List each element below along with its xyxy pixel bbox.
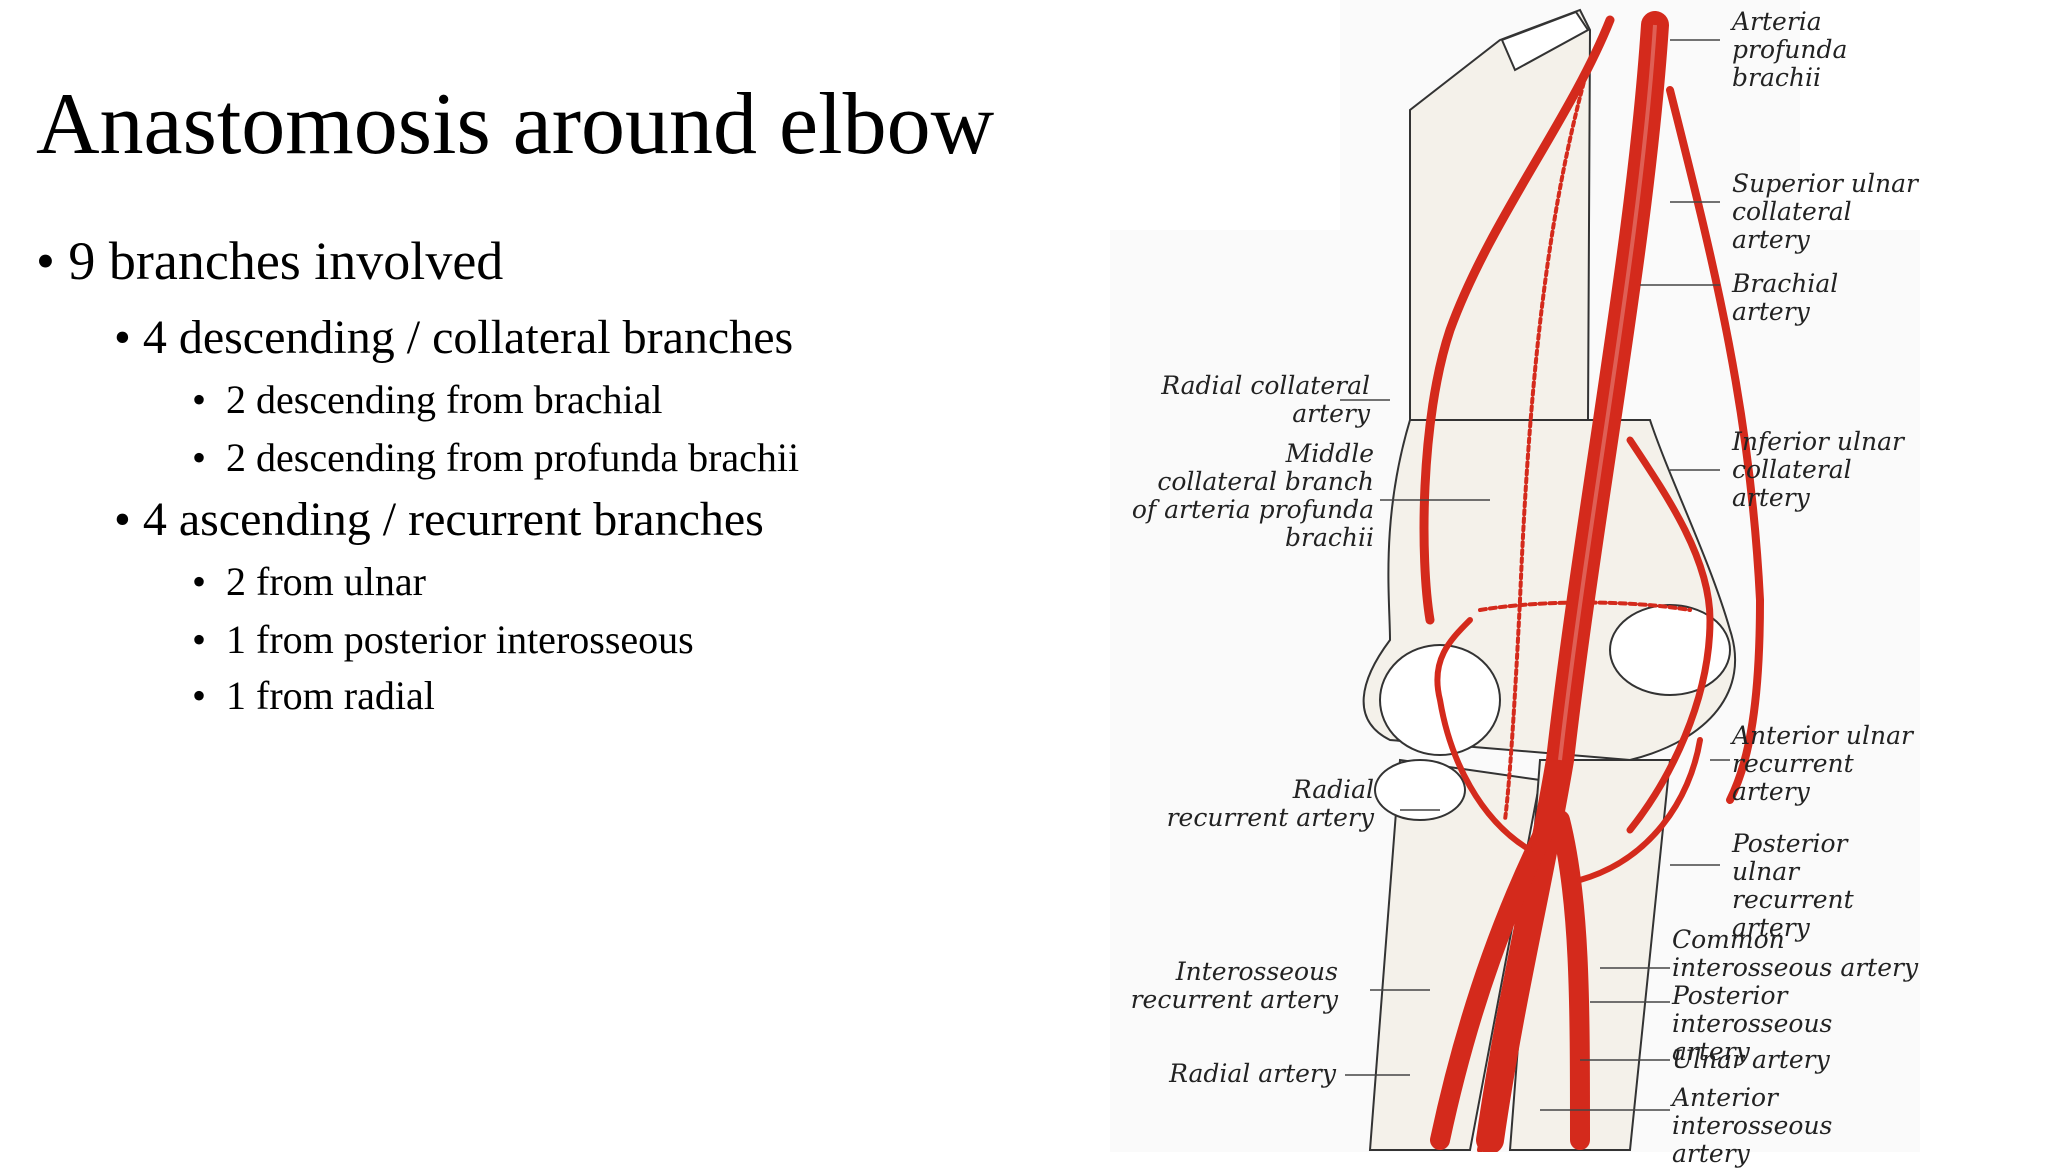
artery-highlight (1558, 24, 1657, 761)
label-arteria-profunda-brachii: Arteria profunda brachii (1732, 7, 1848, 92)
bullet-glyph: • (192, 559, 207, 604)
bullet-glyph: • (192, 673, 207, 718)
label-ulnar-artery: Ulnar artery (1672, 1045, 1830, 1074)
bullet-level-3: • 2 descending from profunda brachii (192, 434, 799, 481)
label-radial-recurrent: Radial recurrent artery (1166, 775, 1374, 832)
label-common-interosseous: Common interosseous artery (1672, 925, 1919, 982)
radius-bone (1368, 758, 1542, 1151)
bullet-level-3: • 2 from ulnar (192, 558, 426, 605)
leader-lines (1340, 39, 1730, 1111)
label-anterior-ulnar-recurrent: Anterior ulnar recurrent artery (1732, 721, 1913, 806)
label-inferior-ulnar-collateral: Inferior ulnar collateral artery (1732, 427, 1904, 512)
brachial-artery-trunk (1476, 11, 1669, 1152)
bullet-text: 4 ascending / recurrent branches (142, 493, 764, 546)
profunda-brachii-artery (1419, 15, 1615, 625)
anastomotic-arch (1478, 600, 1692, 612)
bullet-glyph: • (192, 435, 207, 480)
humerus-cut-end (1500, 10, 1590, 72)
artery-network (1419, 11, 1765, 1152)
bullet-level-1: • 9 branches involved (36, 230, 503, 292)
bullet-glyph: • (192, 377, 207, 422)
label-brachial-artery: Brachial artery (1732, 269, 1839, 326)
slide-title: Anastomosis around elbow (36, 76, 995, 173)
bullet-text: 4 descending / collateral branches (142, 311, 794, 364)
bullet-glyph: • (114, 311, 131, 364)
radial-recurrent-artery (1434, 617, 1533, 853)
ulnar-recurrent-arteries (1577, 737, 1703, 883)
bullet-level-3: • 1 from posterior interosseous (192, 616, 694, 663)
bullet-glyph: • (192, 617, 207, 662)
elbow-illustration (1110, 0, 1920, 1152)
inferior-ulnar-collateral (1626, 436, 1714, 834)
label-superior-ulnar-collateral: Superior ulnar collateral artery (1732, 169, 1918, 254)
radial-artery (1430, 810, 1560, 1150)
bullet-level-2: • 4 descending / collateral branches (114, 310, 793, 365)
bullet-text: 1 from radial (226, 673, 435, 718)
label-posterior-ulnar-recurrent: Posterior ulnar recurrent artery (1732, 829, 1854, 942)
label-radial-artery: Radial artery (1169, 1059, 1336, 1088)
interosseous-artery (1477, 977, 1513, 1152)
bullet-glyph: • (114, 493, 131, 546)
bullet-text: 1 from posterior interosseous (226, 617, 694, 662)
label-posterior-interosseous: Posterior interosseous artery (1672, 981, 1833, 1066)
label-interosseous-recurrent: Interosseous recurrent artery (1130, 957, 1338, 1014)
bullet-text: 2 descending from brachial (226, 377, 663, 422)
bullet-text: 9 branches involved (68, 231, 504, 291)
medial-epicondyle (1609, 604, 1731, 696)
radial-head (1374, 759, 1466, 821)
bullet-text: 2 from ulnar (226, 559, 426, 604)
label-radial-collateral: Radial collateral artery (1161, 371, 1370, 428)
bullet-level-3: • 2 descending from brachial (192, 376, 663, 423)
bullet-level-3: • 1 from radial (192, 672, 435, 719)
elbow-anastomosis-figure: Arteria profunda brachii Superior ulnar … (1110, 0, 1920, 1168)
bullet-text: 2 descending from profunda brachii (226, 435, 800, 480)
bullet-level-2: • 4 ascending / recurrent branches (114, 492, 764, 547)
middle-collateral-branch (1503, 58, 1592, 822)
ulnar-artery (1550, 810, 1590, 1150)
bullet-glyph: • (36, 231, 55, 291)
label-middle-collateral: Middle collateral branch of arteria prof… (1131, 439, 1374, 552)
superior-ulnar-collateral (1666, 86, 1765, 804)
label-anterior-interosseous: Anterior interosseous artery (1672, 1083, 1833, 1168)
